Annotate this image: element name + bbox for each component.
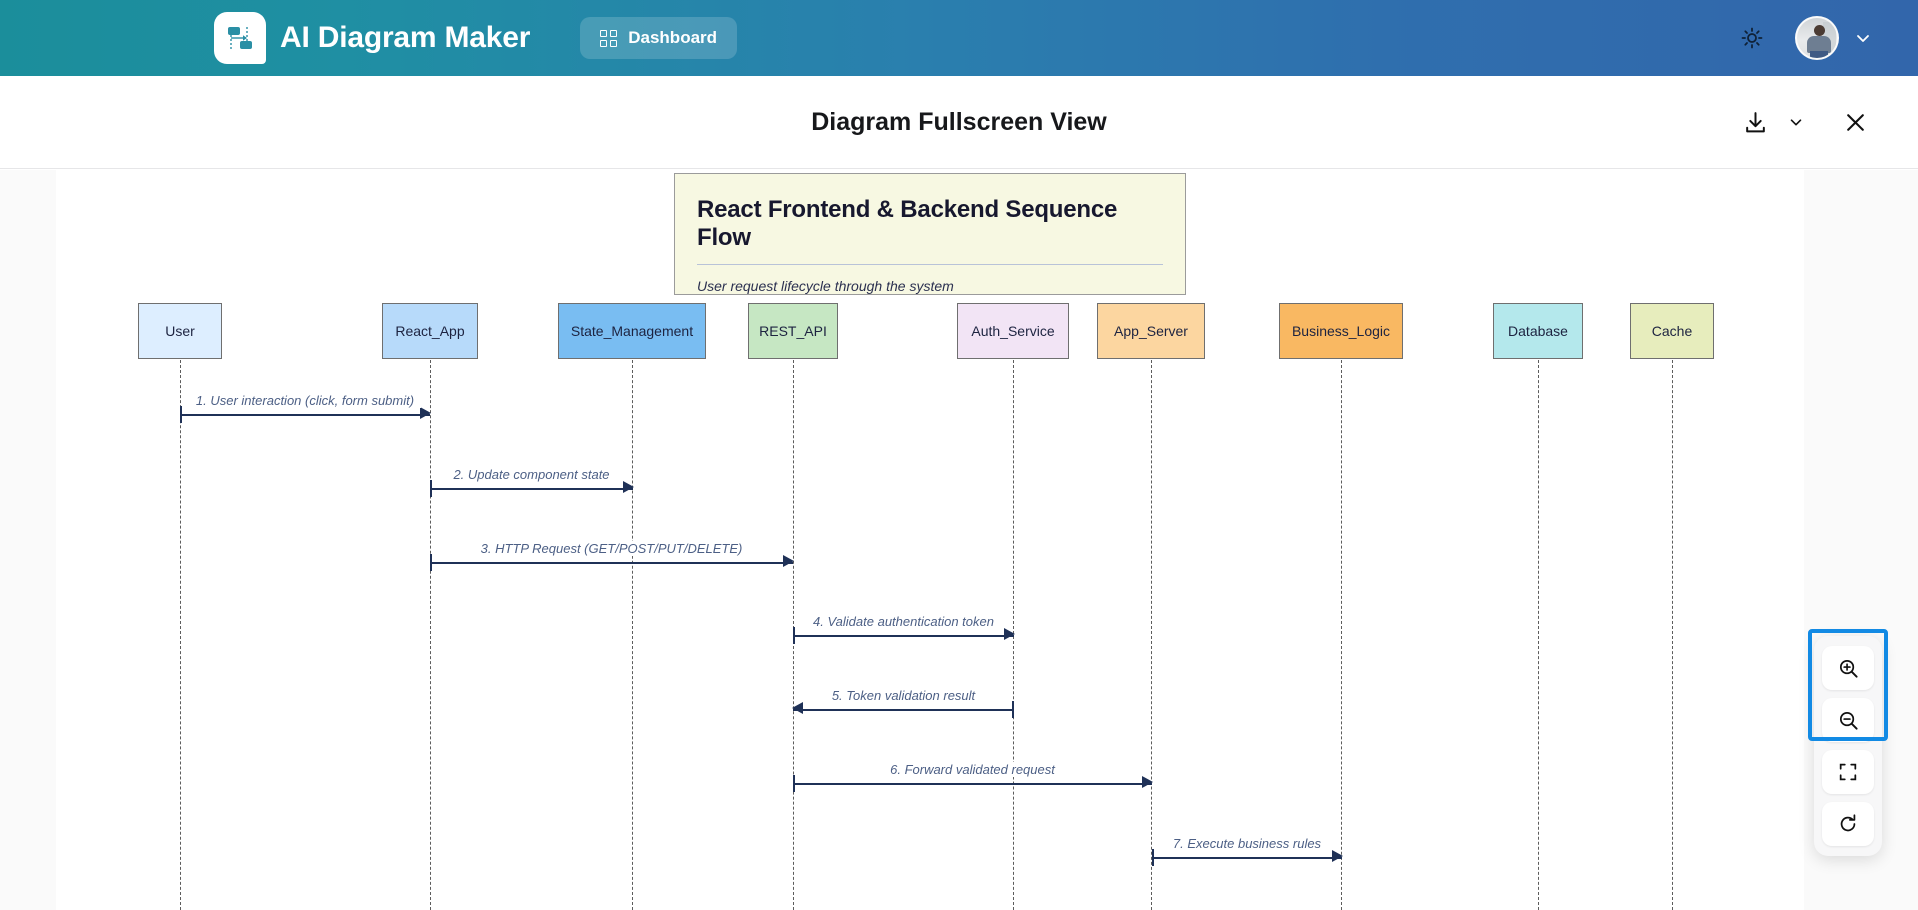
page-title: Diagram Fullscreen View [811, 107, 1107, 136]
participant-label: REST_API [759, 323, 827, 339]
message-arrowhead [623, 481, 634, 493]
message-arrowhead [420, 407, 431, 419]
message-origin-tick [1012, 701, 1014, 718]
participant-label: React_App [395, 323, 465, 339]
sequence-message[interactable]: 6. Forward validated request [793, 762, 1153, 792]
diagram-title-card: React Frontend & Backend Sequence Flow U… [674, 173, 1186, 295]
chevron-down-icon [1790, 119, 1802, 126]
participant-label: Auth_Service [971, 323, 1055, 339]
message-arrowhead [1004, 628, 1015, 640]
fit-screen-icon [1839, 763, 1857, 781]
diagram-title: React Frontend & Backend Sequence Flow [697, 196, 1118, 251]
participant-box[interactable]: REST_API [748, 303, 838, 359]
message-origin-tick [793, 627, 795, 644]
header-actions [1737, 16, 1873, 60]
lifeline [180, 360, 181, 910]
sequence-message[interactable]: 4. Validate authentication token [793, 614, 1015, 644]
download-button[interactable] [1734, 101, 1776, 143]
participant-box[interactable]: Auth_Service [957, 303, 1069, 359]
participant-label: Database [1508, 323, 1568, 339]
fullscreen-toolbar: Diagram Fullscreen View [0, 76, 1918, 169]
lifeline [1341, 360, 1342, 910]
message-line [1152, 857, 1342, 859]
diagram-canvas[interactable]: React Frontend & Backend Sequence Flow U… [56, 170, 1804, 910]
message-line [180, 414, 430, 416]
message-origin-tick [1152, 849, 1154, 866]
participant-label: State_Management [570, 323, 694, 339]
close-button[interactable] [1834, 101, 1876, 143]
participant-label: Business_Logic [1291, 323, 1391, 339]
zoom-control-panel [1814, 636, 1882, 856]
close-icon [1846, 113, 1864, 131]
message-line [793, 783, 1152, 785]
message-arrowhead [783, 555, 794, 567]
participant-label: User [165, 323, 195, 339]
sequence-message[interactable]: 2. Update component state [430, 467, 634, 497]
participant-label: App_Server [1114, 323, 1188, 339]
account-menu-button[interactable] [1795, 16, 1873, 60]
zoom-in-button[interactable] [1822, 646, 1874, 690]
fullscreen-actions [1734, 101, 1876, 143]
lifeline [1672, 360, 1673, 910]
avatar [1795, 16, 1839, 60]
lifeline [430, 360, 431, 910]
message-label: 1. User interaction (click, form submit) [180, 393, 430, 408]
message-label: 6. Forward validated request [793, 762, 1152, 777]
theme-toggle-button[interactable] [1737, 23, 1767, 53]
chevron-down-icon [1857, 35, 1869, 42]
message-origin-tick [430, 554, 432, 571]
message-arrowhead [1332, 850, 1343, 862]
app-header: AI Diagram Maker Dashboard [0, 0, 1918, 76]
participant-label: Cache [1651, 323, 1693, 339]
participant-box[interactable]: State_Management [558, 303, 706, 359]
message-label: 7. Execute business rules [1152, 836, 1342, 851]
dashboard-button[interactable]: Dashboard [580, 17, 738, 59]
download-options-button[interactable] [1782, 101, 1810, 143]
diagram-logo-icon [214, 12, 266, 64]
diagram-subtitle: User request lifecycle through the syste… [697, 278, 954, 294]
message-line [793, 709, 1014, 711]
message-arrowhead [792, 702, 803, 714]
grid-icon [600, 29, 618, 47]
participant-box[interactable]: User [138, 303, 222, 359]
message-label: 4. Validate authentication token [793, 614, 1014, 629]
zoom-in-icon [1839, 659, 1858, 678]
message-line [793, 635, 1014, 637]
participant-box[interactable]: App_Server [1097, 303, 1205, 359]
message-line [430, 488, 633, 490]
reset-rotate-icon [1840, 814, 1856, 832]
sequence-message[interactable]: 1. User interaction (click, form submit) [180, 393, 431, 423]
message-label: 5. Token validation result [793, 688, 1014, 703]
message-arrowhead [1142, 776, 1153, 788]
message-line [430, 562, 793, 564]
sun-icon [1741, 27, 1763, 49]
sequence-message[interactable]: 3. HTTP Request (GET/POST/PUT/DELETE) [430, 541, 794, 571]
zoom-out-button[interactable] [1822, 698, 1874, 742]
dashboard-button-label: Dashboard [628, 28, 718, 47]
message-label: 2. Update component state [430, 467, 633, 482]
lifeline [1538, 360, 1539, 910]
participant-box[interactable]: React_App [382, 303, 478, 359]
title-divider [697, 264, 1163, 265]
message-origin-tick [430, 480, 432, 497]
brand-title: AI Diagram Maker [280, 21, 531, 54]
reset-view-button[interactable] [1822, 802, 1874, 846]
lifeline [1151, 360, 1152, 910]
message-label: 3. HTTP Request (GET/POST/PUT/DELETE) [430, 541, 793, 556]
brand[interactable]: AI Diagram Maker [214, 12, 530, 64]
sequence-message[interactable]: 7. Execute business rules [1152, 836, 1343, 866]
sequence-message[interactable]: 5. Token validation result [792, 688, 1014, 718]
participant-box[interactable]: Cache [1630, 303, 1714, 359]
zoom-out-icon [1839, 711, 1858, 730]
fit-screen-button[interactable] [1822, 750, 1874, 794]
download-icon [1745, 111, 1765, 132]
message-origin-tick [180, 406, 182, 423]
message-origin-tick [793, 775, 795, 792]
participant-box[interactable]: Business_Logic [1279, 303, 1403, 359]
lifeline [632, 360, 633, 910]
participant-box[interactable]: Database [1493, 303, 1583, 359]
